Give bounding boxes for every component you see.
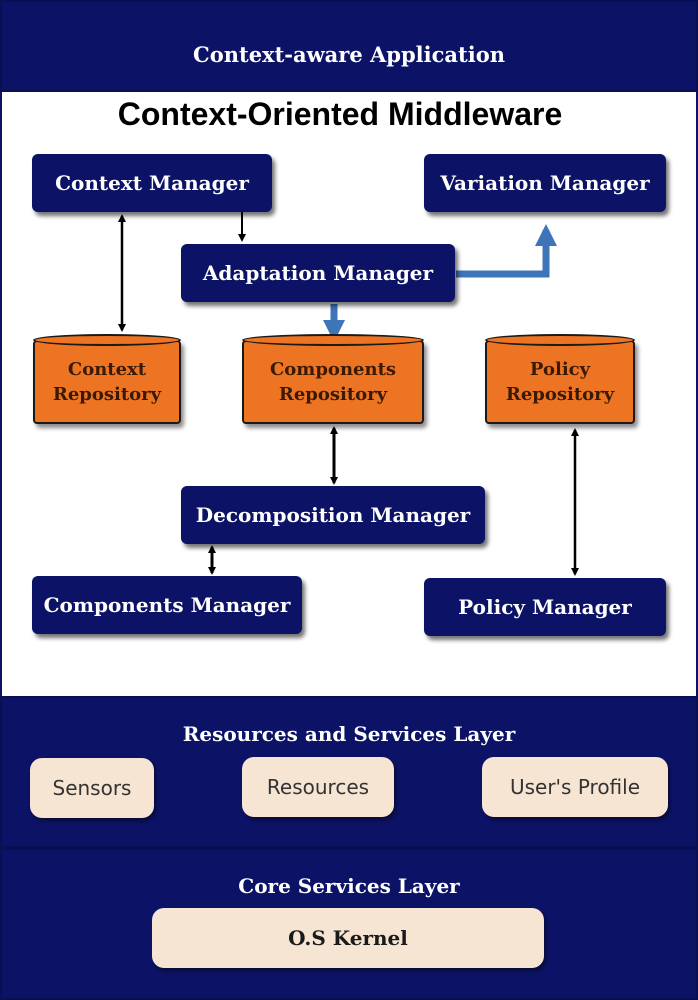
components-repository: Components Repository (242, 334, 424, 424)
resources-box: Resources (242, 757, 394, 817)
context-manager: Context Manager (32, 154, 272, 212)
components-repository-line1: Components (269, 359, 397, 380)
users-profile-box: User's Profile (482, 757, 668, 817)
policy-repository-line2: Repository (505, 384, 615, 405)
context-repository: Context Repository (33, 334, 181, 424)
middleware-title: Context-Oriented Middleware (117, 96, 563, 132)
adaptation-manager: Adaptation Manager (181, 244, 455, 302)
context-repository-line1: Context (67, 359, 147, 380)
core-services-layer-title: Core Services Layer (238, 874, 460, 898)
context-repository-line2: Repository (52, 384, 162, 405)
variation-manager: Variation Manager (424, 154, 666, 212)
policy-manager: Policy Manager (424, 578, 666, 636)
policy-repository-line1: Policy (529, 359, 591, 380)
os-kernel-box: O.S Kernel (152, 908, 544, 968)
components-manager: Components Manager (32, 576, 302, 634)
policy-repository: Policy Repository (485, 334, 635, 424)
application-layer-title: Context-aware Application (193, 42, 505, 67)
decomposition-manager: Decomposition Manager (181, 486, 485, 544)
sensors-box: Sensors (30, 758, 154, 818)
arrow-adaptation-to-variation (456, 224, 557, 278)
components-repository-line2: Repository (278, 384, 388, 405)
application-layer: Context-aware Application (0, 0, 698, 92)
resources-layer-title: Resources and Services Layer (182, 722, 516, 746)
